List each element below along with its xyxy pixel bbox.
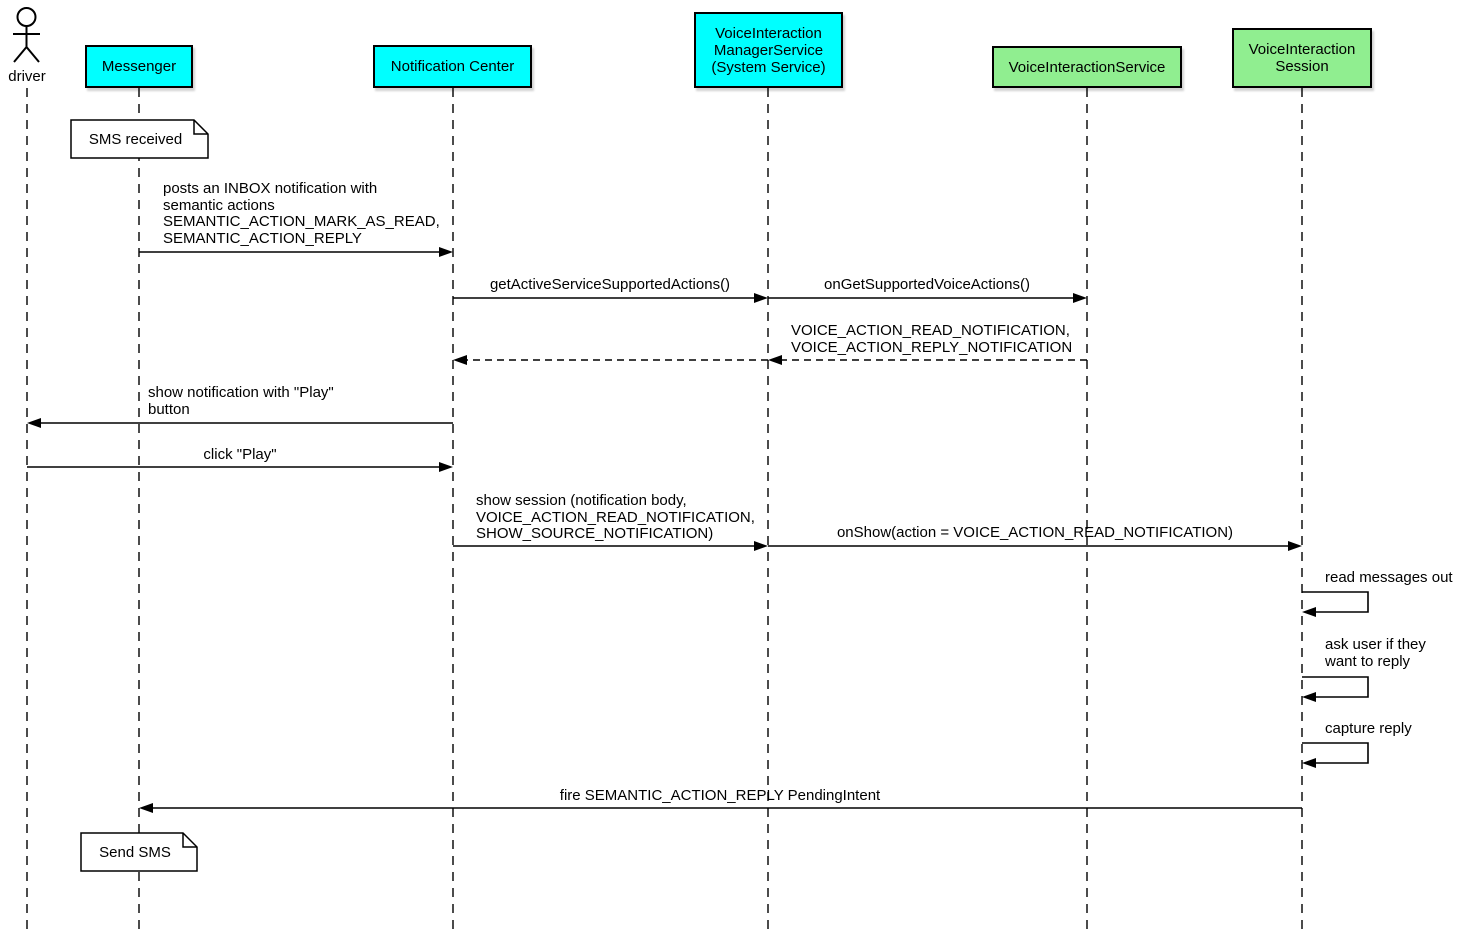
note-sms-received: [70, 119, 209, 159]
msg-capture-reply-label: capture reply: [1325, 720, 1412, 737]
participant-voice-interaction-manager-service: VoiceInteraction ManagerService (System …: [694, 12, 843, 88]
note-send-sms-label: Send SMS: [99, 843, 171, 861]
msg-on-get-supported-voice-actions-label: onGetSupportedVoiceActions(): [824, 276, 1030, 293]
actor-head: [16, 7, 37, 27]
msg-get-active-service-supported-actions: [453, 293, 768, 303]
actor-figure: [13, 7, 40, 63]
actor-label: driver: [8, 68, 46, 85]
participant-voice-interaction-session: VoiceInteraction Session: [1232, 28, 1372, 88]
msg-return-supported-voice-actions-label: VOICE_ACTION_READ_NOTIFICATION, VOICE_AC…: [791, 322, 1073, 356]
msg-return-supported-actions-to-notification-center: [453, 355, 768, 365]
msg-get-active-service-supported-actions-label: getActiveServiceSupportedActions(): [489, 276, 731, 293]
msg-return-supported-voice-actions: [768, 355, 1087, 365]
arrowhead: [1302, 607, 1316, 617]
msg-show-session: [453, 541, 768, 551]
participant-messenger: Messenger: [85, 45, 193, 88]
arrowhead: [439, 247, 453, 257]
msg-read-messages-out: [1302, 591, 1369, 617]
note-send-sms: [80, 832, 198, 872]
msg-ask-user-if-they-want-to-reply-label: ask user if they want to reply: [1325, 636, 1426, 670]
note-sms-received-label: SMS received: [88, 130, 183, 148]
arrowhead: [139, 803, 153, 813]
participant-notification-center: Notification Center: [373, 45, 532, 88]
participant-voice-interaction-service: VoiceInteractionService: [992, 46, 1182, 88]
arrowhead: [439, 462, 453, 472]
arrowhead: [754, 541, 768, 551]
msg-show-notification-with-play-button: [27, 418, 453, 428]
msg-read-messages-out-label: read messages out: [1325, 569, 1453, 586]
msg-fire-semantic-action-reply-pending-intent: [139, 803, 1302, 813]
self-message-line: [1302, 742, 1369, 764]
actor-leg-left: [13, 46, 28, 63]
note-fold: [193, 120, 208, 135]
arrowhead: [27, 418, 41, 428]
arrowhead: [1302, 692, 1316, 702]
note-fold: [182, 833, 197, 848]
arrowhead: [1288, 541, 1302, 551]
msg-click-play: [27, 462, 453, 472]
actor-leg-right: [25, 46, 40, 63]
msg-ask-user-if-they-want-to-reply: [1302, 676, 1369, 702]
self-message-line: [1302, 676, 1369, 698]
msg-click-play-label: click "Play": [203, 446, 277, 463]
msg-on-get-supported-voice-actions: [768, 293, 1087, 303]
msg-show-session-label: show session (notification body, VOICE_A…: [476, 492, 755, 542]
self-message-line: [1302, 591, 1369, 613]
msg-posts-inbox-notification-label: posts an INBOX notification with semanti…: [163, 180, 440, 247]
arrowhead: [754, 293, 768, 303]
msg-on-show-label: onShow(action = VOICE_ACTION_READ_NOTIFI…: [836, 524, 1234, 541]
msg-capture-reply: [1302, 742, 1369, 768]
note-shape: [70, 119, 209, 159]
msg-posts-inbox-notification: [139, 247, 453, 257]
msg-on-show: [768, 541, 1302, 551]
arrowhead: [1302, 758, 1316, 768]
arrowhead: [768, 355, 782, 365]
msg-fire-semantic-action-reply-pending-intent-label: fire SEMANTIC_ACTION_REPLY PendingIntent: [559, 787, 881, 804]
note-shape: [80, 832, 198, 872]
arrowhead: [1073, 293, 1087, 303]
arrowhead: [453, 355, 467, 365]
msg-show-notification-with-play-button-label: show notification with "Play" button: [148, 384, 334, 418]
